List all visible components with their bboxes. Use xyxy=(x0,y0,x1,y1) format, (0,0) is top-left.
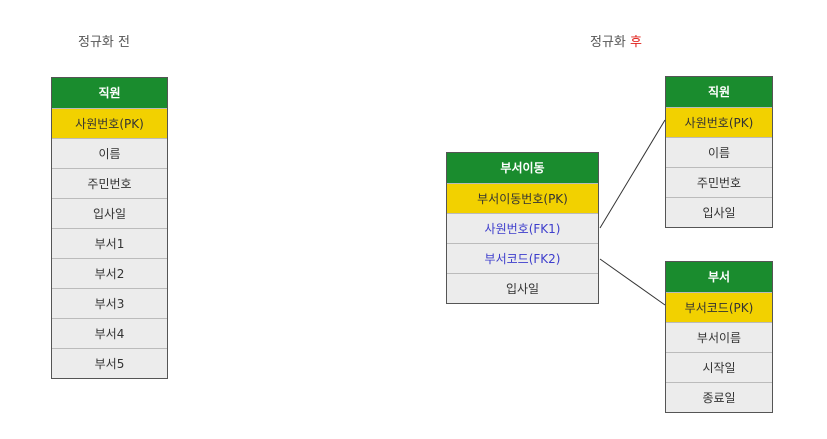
caption-after-accent: 후 xyxy=(630,35,642,50)
field-dept-3: 부서3 xyxy=(52,288,167,318)
field-dept-4: 부서4 xyxy=(52,318,167,348)
field-dept-5: 부서5 xyxy=(52,348,167,378)
field-name: 이름 xyxy=(52,138,167,168)
entity-dept-transfer: 부서이동 부서이동번호(PK) 사원번호(FK1) 부서코드(FK2) 입사일 xyxy=(446,152,599,304)
foreign-key-dept: 부서코드(FK2) xyxy=(447,243,598,273)
caption-after-normalization: 정규화 후 xyxy=(590,31,642,50)
field-resident-number: 주민번호 xyxy=(666,167,772,197)
field-hire-date: 입사일 xyxy=(447,273,598,303)
field-dept-2: 부서2 xyxy=(52,258,167,288)
caption-before-normalization: 정규화 전 xyxy=(78,35,130,50)
field-resident-number: 주민번호 xyxy=(52,168,167,198)
caption-after-prefix: 정규화 xyxy=(590,35,631,50)
field-name: 이름 xyxy=(666,137,772,167)
field-dept-1: 부서1 xyxy=(52,228,167,258)
entity-title: 직원 xyxy=(52,78,167,108)
field-end-date: 종료일 xyxy=(666,382,772,412)
entity-employee-before: 직원 사원번호(PK) 이름 주민번호 입사일 부서1 부서2 부서3 부서4 … xyxy=(51,77,168,379)
entity-title: 부서이동 xyxy=(447,153,598,183)
entity-department: 부서 부서코드(PK) 부서이름 시작일 종료일 xyxy=(665,261,773,413)
primary-key-field: 부서코드(PK) xyxy=(666,292,772,322)
field-dept-name: 부서이름 xyxy=(666,322,772,352)
field-start-date: 시작일 xyxy=(666,352,772,382)
relation-line-department xyxy=(599,258,666,306)
foreign-key-employee: 사원번호(FK1) xyxy=(447,213,598,243)
entity-title: 직원 xyxy=(666,77,772,107)
entity-title: 부서 xyxy=(666,262,772,292)
entity-employee-after: 직원 사원번호(PK) 이름 주민번호 입사일 xyxy=(665,76,773,228)
relation-line-employee xyxy=(599,119,666,229)
field-hire-date: 입사일 xyxy=(666,197,772,227)
primary-key-field: 사원번호(PK) xyxy=(666,107,772,137)
primary-key-field: 사원번호(PK) xyxy=(52,108,167,138)
field-hire-date: 입사일 xyxy=(52,198,167,228)
primary-key-field: 부서이동번호(PK) xyxy=(447,183,598,213)
